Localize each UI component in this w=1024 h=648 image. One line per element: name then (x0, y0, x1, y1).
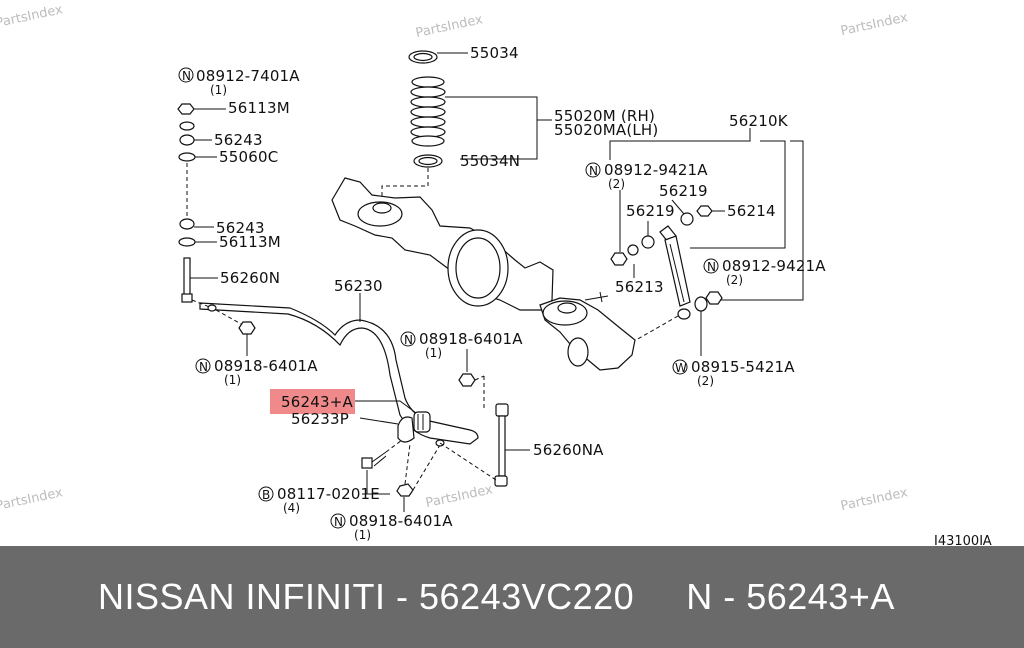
watermark: PartsIndex (414, 12, 484, 41)
svg-text:B: B (262, 488, 270, 502)
axle-housing (331, 177, 636, 371)
label-08912-9421a-b[interactable]: 08912-9421A (722, 257, 826, 275)
svg-text:N: N (334, 515, 343, 529)
stabilizer-connecting-rod (183, 257, 191, 297)
highlight-box (270, 389, 355, 414)
stabilizer-connecting-rod-na (494, 403, 509, 487)
label-55020m[interactable]: 55020M (RH) (554, 107, 655, 125)
label-55020ma[interactable]: 55020MA(LH) (554, 121, 658, 139)
watermark: PartsIndex (839, 485, 909, 514)
bushing (641, 235, 655, 249)
w-marker (672, 359, 688, 375)
footer-part-title: NISSAN INFINITI - 56243VC220 (98, 576, 635, 617)
label-08117-0201e[interactable]: 08117-0201E (277, 485, 380, 503)
svg-text:N: N (199, 360, 208, 374)
washer (179, 121, 195, 131)
svg-text:N: N (404, 333, 413, 347)
label-08918-6401a-c[interactable]: 08918-6401A (349, 512, 453, 530)
bushing (179, 218, 195, 230)
label-55060c[interactable]: 55060C (219, 148, 278, 166)
label-08915-5421a[interactable]: 08915-5421A (691, 358, 795, 376)
nut (396, 483, 414, 497)
label-56113m-b[interactable]: 56113M (219, 233, 281, 251)
washer (694, 296, 708, 312)
label-56210k[interactable]: 56210K (729, 112, 789, 130)
qty-08912-9421a-a: (2) (608, 177, 625, 191)
n-marker (585, 162, 601, 178)
svg-text:W: W (675, 361, 687, 375)
bushing (179, 134, 195, 146)
label-56233p[interactable]: 56233P (291, 410, 349, 428)
label-56260n[interactable]: 56260N (220, 269, 280, 287)
nut (705, 291, 723, 305)
footer-part-code: N - 56243+A (686, 576, 895, 617)
label-56243-a-highlight[interactable]: 56243+A (281, 393, 353, 411)
qty-08117-0201e: (4) (283, 501, 300, 515)
watermark: PartsIndex (0, 2, 64, 31)
watermark: PartsIndex (424, 482, 494, 511)
washer (178, 152, 196, 162)
nut (177, 103, 195, 115)
qty-08918-6401a-b: (1) (425, 346, 442, 360)
label-56243-b[interactable]: 56243 (216, 219, 265, 237)
svg-text:N: N (707, 260, 716, 274)
qty-08912-7401a: (1) (210, 83, 227, 97)
bushing (680, 212, 694, 226)
washer (178, 237, 196, 247)
spring-seat-upper (408, 50, 438, 64)
diagram-code: J43100JA (933, 534, 992, 545)
label-56243-a[interactable]: 56243 (214, 131, 263, 149)
footer-bar: NISSAN INFINITI - 56243VC220 N - 56243+A (0, 546, 1024, 648)
coil-spring (410, 76, 446, 147)
label-56113m-a[interactable]: 56113M (228, 99, 290, 117)
label-56230[interactable]: 56230 (334, 277, 383, 295)
n-marker (330, 513, 346, 529)
stabilizer-bar (199, 302, 479, 445)
qty-08915-5421a: (2) (697, 374, 714, 388)
label-08912-9421a-a[interactable]: 08912-9421A (604, 161, 708, 179)
nut (610, 252, 628, 266)
label-55034n[interactable]: 55034N (460, 152, 520, 170)
n-marker (195, 358, 211, 374)
label-56219-a[interactable]: 56219 (659, 182, 708, 200)
watermark: PartsIndex (839, 10, 909, 39)
label-08912-7401a[interactable]: 08912-7401A (196, 67, 300, 85)
bolt (361, 451, 387, 469)
qty-08912-9421a-b: (2) (726, 273, 743, 287)
qty-08918-6401a-c: (1) (354, 528, 371, 542)
bushing-clamp (397, 416, 415, 443)
spring-seat-lower (413, 154, 443, 168)
label-56219-b[interactable]: 56219 (626, 202, 675, 220)
label-56213[interactable]: 56213 (615, 278, 664, 296)
qty-08918-6401a-a: (1) (224, 373, 241, 387)
stabilizer-bushing (413, 411, 431, 433)
b-marker (258, 486, 274, 502)
n-marker (400, 331, 416, 347)
n-marker (178, 67, 194, 83)
label-08918-6401a-a[interactable]: 08918-6401A (214, 357, 318, 375)
svg-text:N: N (182, 69, 191, 83)
shock-absorber (659, 225, 691, 320)
watermark: PartsIndex (0, 485, 64, 514)
n-marker (703, 258, 719, 274)
svg-text:N: N (589, 164, 598, 178)
label-56260na[interactable]: 56260NA (533, 441, 604, 459)
label-08918-6401a-b[interactable]: 08918-6401A (419, 330, 523, 348)
label-55034[interactable]: 55034 (470, 44, 519, 62)
nut (238, 321, 256, 335)
nut (458, 373, 476, 387)
washer (627, 244, 639, 256)
label-56214[interactable]: 56214 (727, 202, 776, 220)
nut (696, 205, 713, 217)
parts-diagram: PartsIndex PartsIndex PartsIndex PartsIn… (0, 2, 992, 545)
